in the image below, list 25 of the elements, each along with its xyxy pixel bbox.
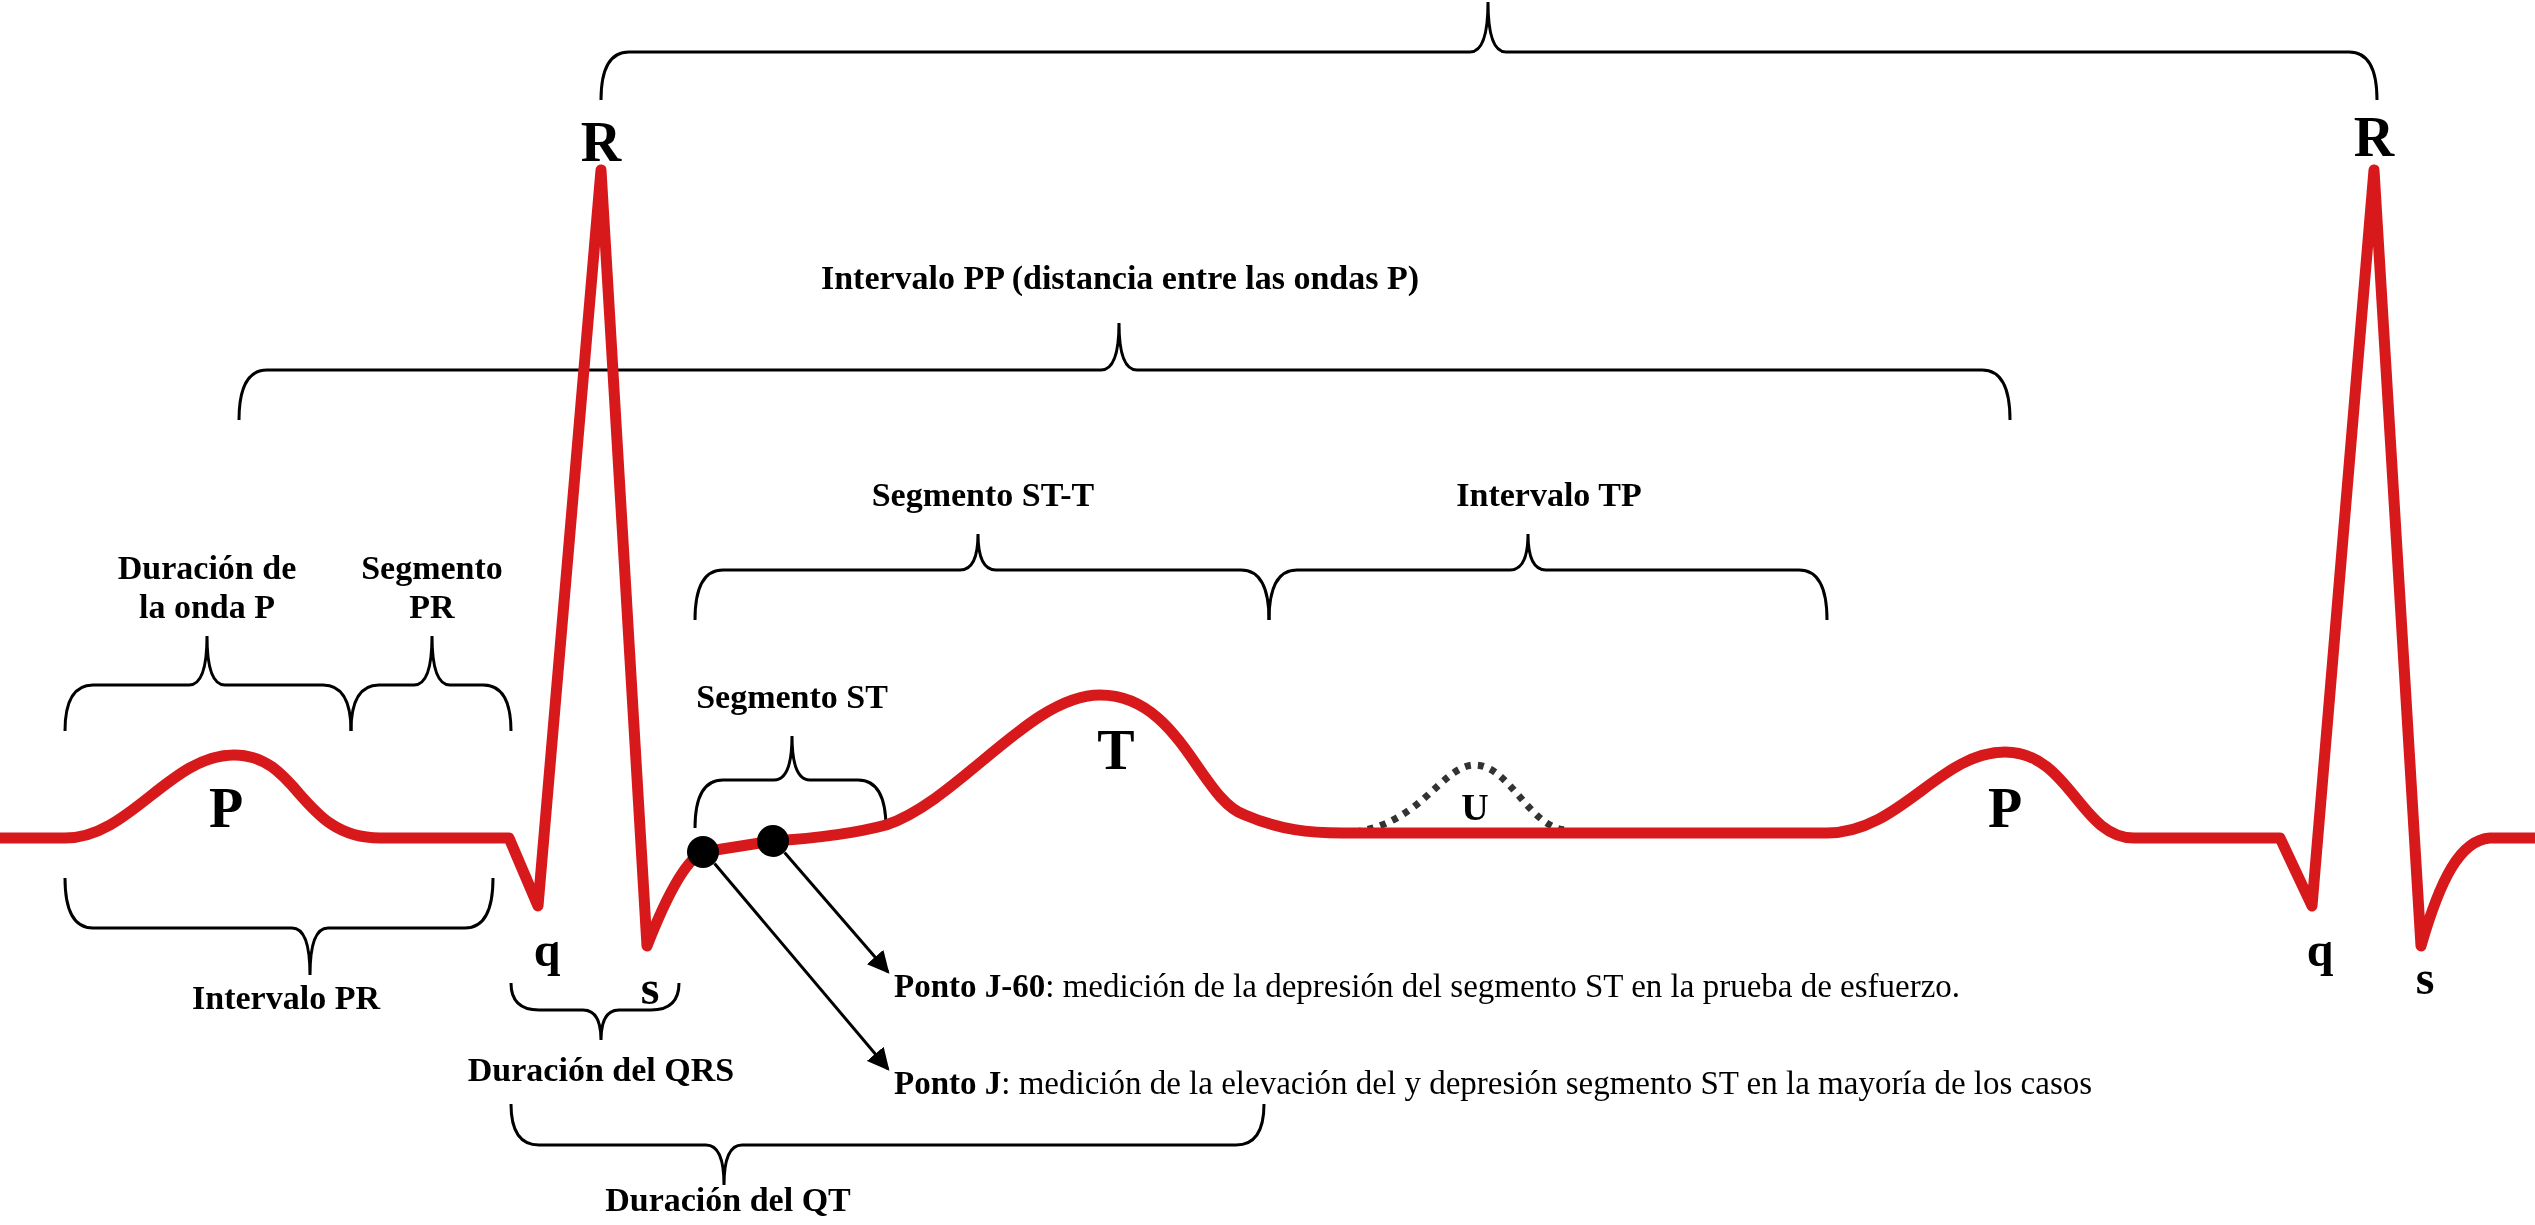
interval-label: Intervalo PP (distancia entre las ondas P) <box>820 258 1420 298</box>
interval-label: Intervalo PR <box>192 978 380 1018</box>
wave-label: R <box>580 109 622 175</box>
interval-label: Segmento PR <box>360 547 504 627</box>
interval-label: Segmento ST-T <box>871 475 1095 515</box>
interval-label: Intervalo TP <box>1456 475 1642 515</box>
interval-label: Duración del QT <box>605 1180 851 1220</box>
wave-label: s <box>2415 950 2435 1006</box>
annotation-text: Ponto J-60: medición de la depresión del segmento ST en la prueba de esfuerzo. <box>894 967 1961 1005</box>
wave-label: q <box>533 922 561 978</box>
leader-arrow <box>713 862 890 1071</box>
leader-arrow <box>783 851 890 974</box>
annotation-text: Ponto J: medición de la elevación del y depresión segmento ST en la mayoría de los casos <box>894 1064 2093 1102</box>
interval-label: Duración del QRS <box>467 1050 735 1090</box>
wave-label: q <box>2306 922 2334 978</box>
interval-label: Duración de la onda P <box>116 547 298 627</box>
interval-label: Segmento ST <box>696 677 888 717</box>
point-marker <box>757 825 789 857</box>
wave-label: P <box>1987 775 2023 841</box>
wave-label: R <box>2353 104 2395 170</box>
wave-label: U <box>1461 786 1489 830</box>
point-marker <box>687 836 719 868</box>
wave-label: T <box>1097 717 1135 783</box>
wave-label: s <box>640 960 660 1016</box>
wave-label: P <box>208 775 244 841</box>
